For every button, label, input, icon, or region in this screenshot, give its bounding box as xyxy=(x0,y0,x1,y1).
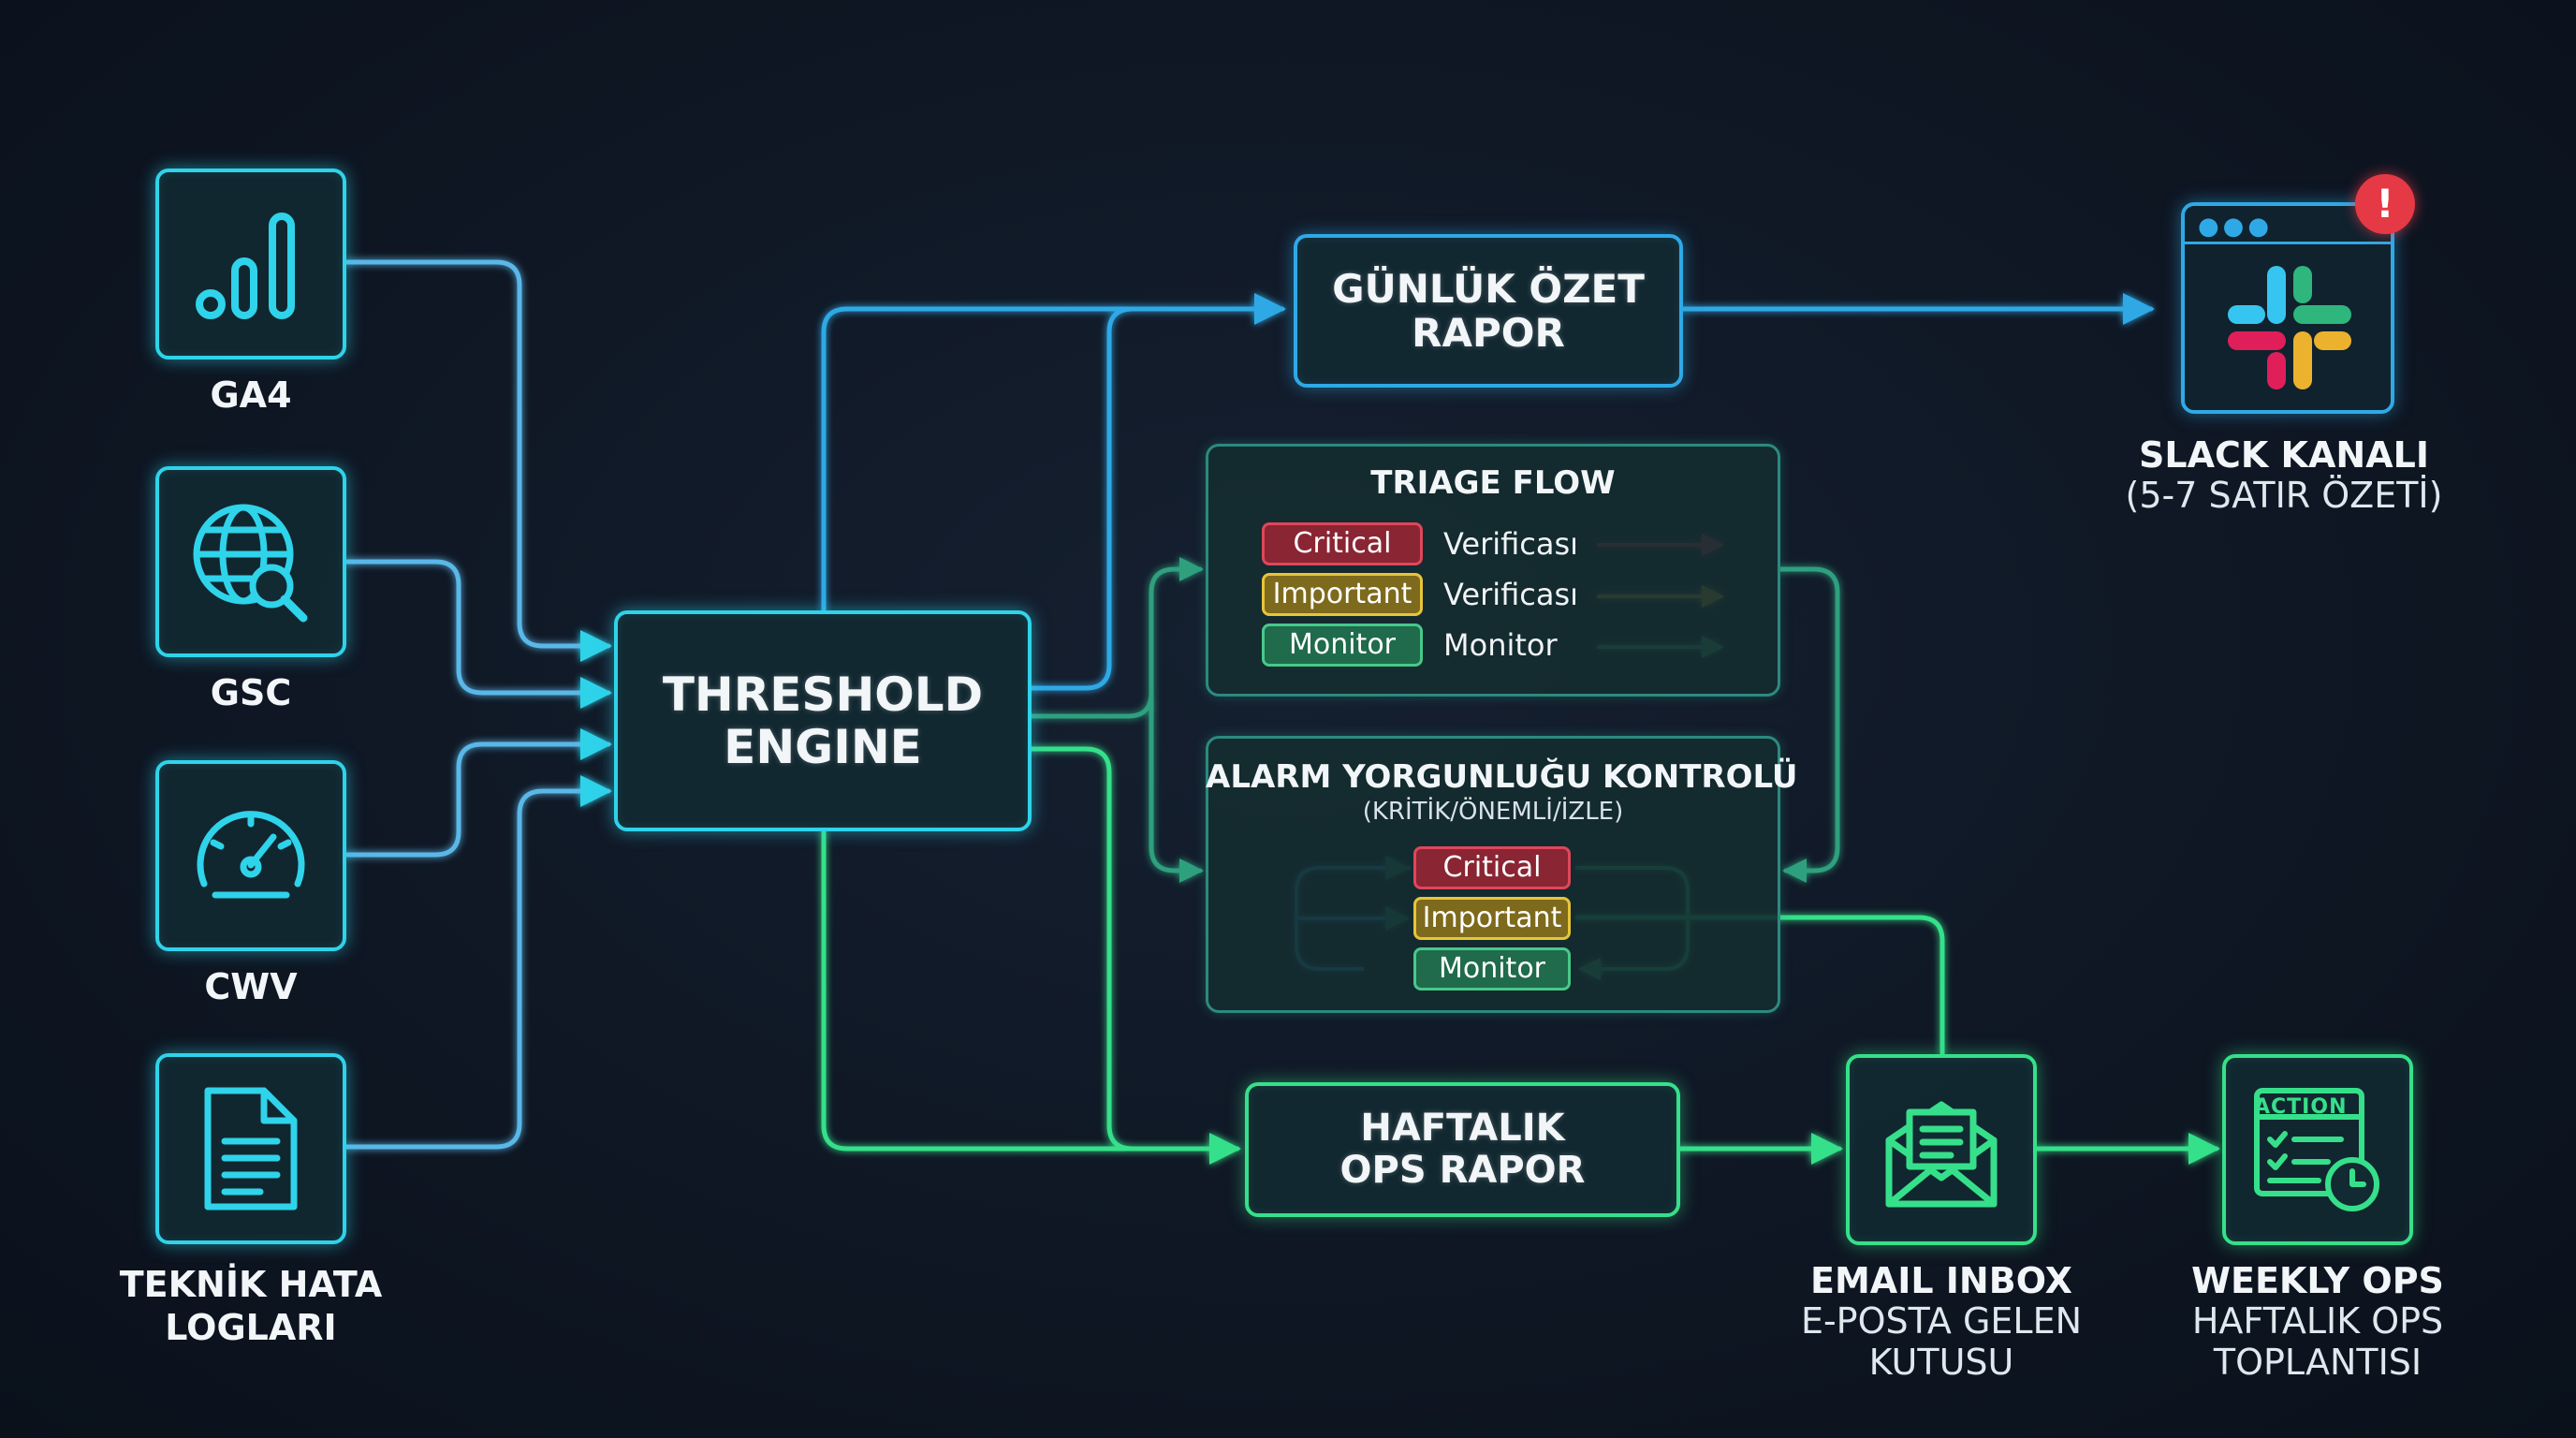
slack-label: SLACK KANALI xyxy=(2139,434,2429,476)
gsc-source-box[interactable] xyxy=(155,466,346,657)
window-dots: ●●● xyxy=(2198,213,2274,241)
triage-pill-monitor: Monitor xyxy=(1262,624,1423,667)
weekly-ops-box[interactable]: ACTION xyxy=(2222,1054,2413,1245)
document-icon xyxy=(204,1087,298,1211)
wire-ga4-engine xyxy=(344,259,612,662)
daily-report-title: GÜNLÜK ÖZET RAPOR xyxy=(1332,267,1645,355)
email-inbox-box[interactable] xyxy=(1846,1054,2037,1245)
weekly-line2: OPS RAPOR xyxy=(1339,1149,1586,1192)
threshold-engine-box[interactable]: THRESHOLD ENGINE xyxy=(614,610,1032,831)
bar-chart-icon xyxy=(196,213,295,319)
wire-engine-triage xyxy=(1029,557,1204,719)
wire-engine-daily-a xyxy=(821,293,1286,613)
ga4-label: GA4 xyxy=(210,374,292,416)
triage-action-critical: Verificası xyxy=(1443,526,1579,562)
wire-triage-alarm xyxy=(1778,566,1840,883)
weekly-ops-sublabel-1: HAFTALIK OPS xyxy=(2191,1300,2444,1342)
logs-label-line2: LOGLARI xyxy=(165,1306,337,1348)
triage-action-important: Verificası xyxy=(1443,577,1579,612)
speedometer-icon xyxy=(197,811,305,899)
triage-pill-important: Important xyxy=(1262,573,1423,616)
wire-cwv-engine xyxy=(344,728,612,858)
weekly-ops-sublabel-2: TOPLANTISI xyxy=(2213,1342,2422,1383)
daily-line2: RAPOR xyxy=(1412,310,1565,356)
wire-engine-daily-b xyxy=(1029,306,1135,691)
action-checklist-icon xyxy=(2254,1088,2379,1211)
alarm-fatigue-title: ALARM YORGUNLUĞU KONTROLÜ xyxy=(1206,758,1798,796)
weekly-line1: HAFTALIK xyxy=(1360,1107,1565,1151)
weekly-report-title: HAFTALIK OPS RAPOR xyxy=(1340,1108,1586,1192)
email-label: EMAIL INBOX xyxy=(1810,1260,2072,1301)
alert-badge: ! xyxy=(2355,174,2415,234)
alarm-fatigue-subtitle: (KRİTİK/ÖNEMLİ/İZLE) xyxy=(1362,798,1624,826)
action-badge-text: ACTION xyxy=(2254,1095,2348,1119)
wire-engine-weekly-b xyxy=(1029,746,1135,1152)
triage-flow-title: TRIAGE FLOW xyxy=(1370,464,1616,502)
daily-line1: GÜNLÜK ÖZET xyxy=(1332,265,1645,312)
triage-pill-critical: Critical xyxy=(1262,522,1423,565)
engine-line1: THRESHOLD xyxy=(662,668,984,722)
triage-action-monitor: Monitor xyxy=(1443,627,1558,663)
slack-sublabel: (5-7 SATIR ÖZETİ) xyxy=(2125,475,2443,516)
threshold-engine-title: THRESHOLD ENGINE xyxy=(663,668,983,773)
wire-engine-weekly-a xyxy=(821,829,1241,1165)
daily-report-box[interactable]: GÜNLÜK ÖZET RAPOR xyxy=(1294,234,1683,388)
logs-source-box[interactable] xyxy=(155,1053,346,1244)
wire-alarm-email xyxy=(1574,915,1945,1056)
window-divider xyxy=(2185,242,2391,244)
cwv-source-box[interactable] xyxy=(155,760,346,951)
weekly-ops-label: WEEKLY OPS xyxy=(2191,1260,2444,1301)
email-sublabel-1: E-POSTA GELEN xyxy=(1800,1300,2083,1342)
globe-search-icon xyxy=(193,504,308,623)
alarm-pill-critical: Critical xyxy=(1413,846,1571,889)
wire-logs-engine xyxy=(344,775,612,1150)
slack-channel-window[interactable]: ●●● xyxy=(2181,202,2394,414)
engine-line2: ENGINE xyxy=(724,720,922,774)
ga4-source-box[interactable] xyxy=(155,169,346,360)
alarm-pill-important: Important xyxy=(1413,897,1571,940)
logs-label: TEKNİK HATA LOGLARI xyxy=(103,1264,399,1349)
gsc-label: GSC xyxy=(210,672,292,713)
wire-engine-alarm xyxy=(1149,690,1204,883)
envelope-icon xyxy=(1885,1101,1998,1208)
weekly-report-box[interactable]: HAFTALIK OPS RAPOR xyxy=(1245,1082,1680,1217)
wire-gsc-engine xyxy=(344,559,612,709)
alarm-pill-monitor: Monitor xyxy=(1413,947,1571,990)
logs-label-line1: TEKNİK HATA xyxy=(119,1264,383,1305)
email-sublabel-2: KUTUSU xyxy=(1868,1342,2014,1383)
cwv-label: CWV xyxy=(204,966,298,1007)
slack-logo-icon xyxy=(2228,266,2351,389)
